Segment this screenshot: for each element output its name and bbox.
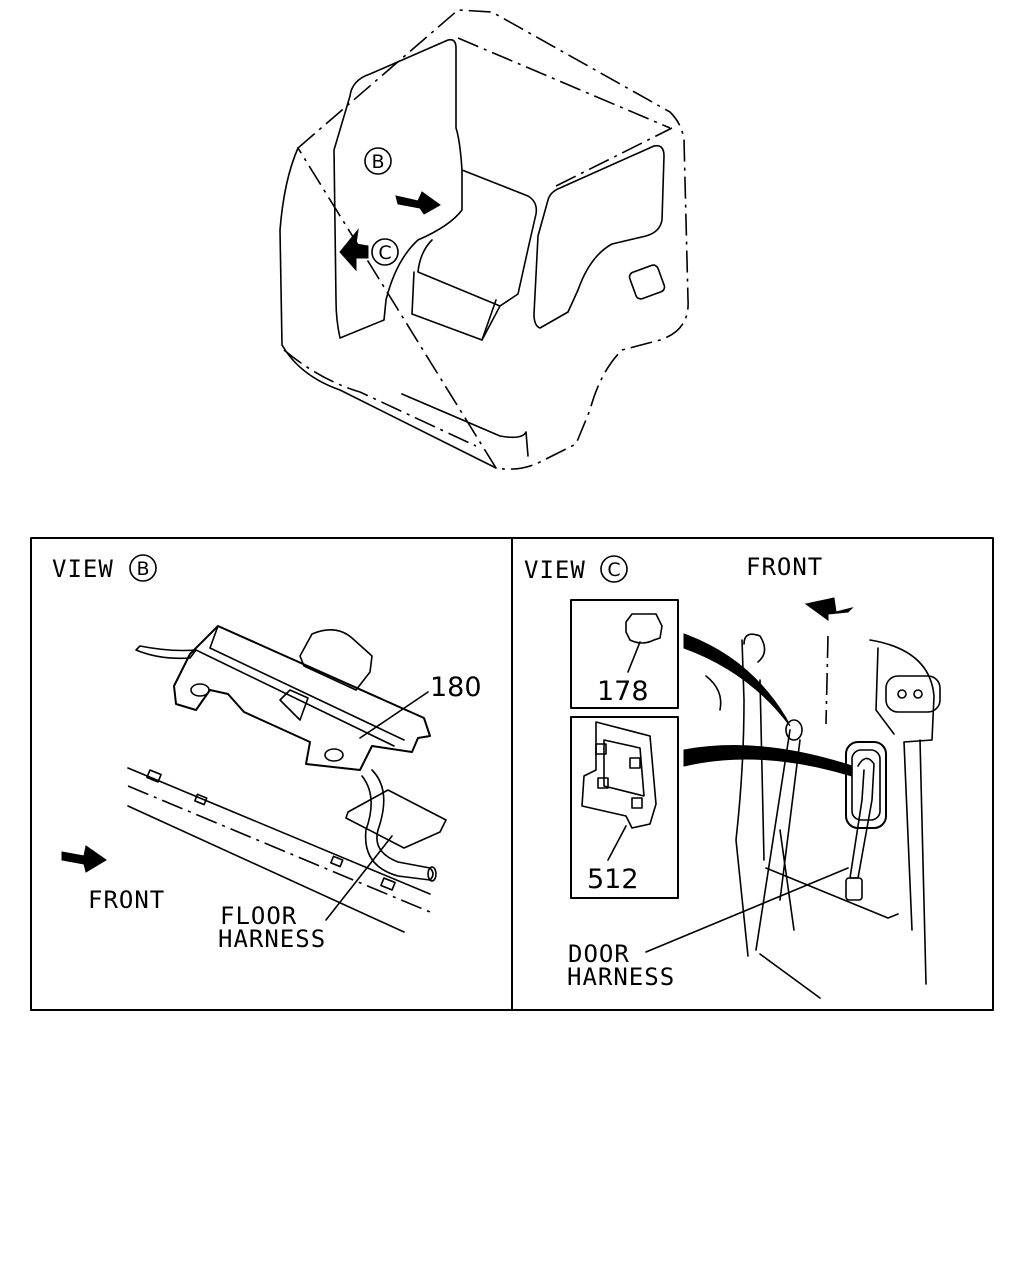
bracket-bolt-hole-2	[324, 748, 344, 762]
cab-lower-panel	[401, 393, 529, 457]
inset-178-box	[570, 599, 679, 709]
view-b-callout-letter: B	[136, 558, 149, 580]
cab-outline-rear	[279, 147, 497, 469]
floor-clip-3	[330, 855, 344, 868]
leader-512	[607, 825, 627, 861]
floor-harness-label-2: HARNESS	[218, 925, 326, 953]
view-c-panel: VIEW C FRONT 178 512	[524, 553, 941, 999]
cab-outline-roof	[296, 9, 689, 470]
door-harness-wire-3	[779, 829, 795, 931]
part-number-512: 512	[587, 864, 639, 895]
cab-roof-ridge	[457, 37, 671, 129]
callout-b-circle	[364, 147, 392, 175]
front-arrow-view-b	[61, 845, 107, 873]
floor-clip-1	[146, 769, 162, 783]
floor-rail-1	[127, 767, 431, 895]
door-harness-grommet-inner	[851, 749, 881, 821]
clip-512-outer	[581, 721, 657, 829]
door-harness-connector	[845, 877, 863, 901]
floor-clip-4	[380, 877, 396, 891]
door-harness-wire-2	[779, 739, 801, 901]
band-512	[683, 745, 853, 777]
cab-door-opening	[417, 169, 538, 307]
view-b-front-label: FRONT	[88, 886, 165, 914]
view-c-front-label: FRONT	[746, 553, 823, 581]
bracket-ridge	[209, 625, 405, 741]
callout-b-letter: B	[371, 151, 384, 173]
door-striker-hole-2	[913, 689, 923, 699]
clip-512-tab-4	[631, 797, 643, 809]
floor-harness-label-1: FLOOR	[220, 902, 297, 930]
bracket-tab	[279, 689, 309, 721]
view-c-callout-circle	[600, 555, 628, 583]
door-harness-grommet-frame	[845, 741, 887, 829]
floor-harness-cable-main	[361, 769, 434, 881]
bracket-clamp	[299, 629, 373, 691]
cab-door-handle	[628, 264, 666, 300]
clip-512-tab-3	[629, 757, 641, 769]
part-number-178: 178	[597, 676, 649, 707]
cab-roof-front	[555, 127, 673, 187]
leader-floor-harness	[325, 835, 393, 921]
view-c-title: VIEW	[524, 556, 586, 584]
door-harness-label-2: HARNESS	[567, 963, 675, 991]
floor-clip-2	[194, 793, 208, 806]
clip-512-inner	[603, 739, 645, 797]
cab-outline-bottom	[283, 349, 477, 447]
arrow-view-c	[339, 228, 369, 272]
cab-side-window	[533, 144, 665, 329]
harness-bracket-180	[173, 625, 431, 771]
floor-rail-3	[127, 805, 405, 933]
band-178	[683, 633, 791, 727]
arrow-view-b	[395, 191, 441, 215]
grommet-178	[625, 613, 663, 644]
door-panel-edge	[735, 639, 765, 957]
door-frame-right	[919, 739, 927, 985]
door-bottom-line	[759, 953, 821, 999]
floor-harness-cable-left	[135, 645, 197, 660]
view-c-callout-letter: C	[607, 559, 620, 581]
callout-c-circle	[371, 238, 399, 266]
leader-door-harness	[645, 867, 849, 953]
floor-pad	[345, 789, 447, 849]
door-harness-wire-1	[755, 729, 791, 951]
cab-rear-window	[333, 38, 463, 339]
inset-512-box	[570, 716, 679, 899]
cab-floor-step-edge	[481, 299, 497, 341]
floor-harness-cable-end	[427, 866, 437, 882]
door-harness-loop	[849, 757, 875, 879]
door-striker-hole-1	[897, 689, 907, 699]
bracket-bolt-hole-1	[190, 683, 210, 697]
part-number-180: 180	[430, 672, 482, 703]
callout-c-letter: C	[378, 242, 391, 264]
clip-512-tab-2	[597, 777, 609, 789]
grommet-installed	[785, 719, 803, 741]
cab-overview: B C	[279, 9, 689, 470]
leader-178	[627, 641, 641, 673]
door-striker	[885, 675, 941, 713]
floor-rail-2	[127, 785, 431, 913]
view-b-title: VIEW	[52, 555, 114, 583]
view-b-panel: VIEW B 180 FRONT FLOOR HARNE	[52, 554, 482, 953]
cab-floor-step	[411, 271, 501, 341]
door-harness-label-1: DOOR	[568, 940, 630, 968]
door-hinge-shape	[743, 633, 766, 663]
view-b-callout-circle	[129, 554, 157, 582]
bracket-ridge-2	[195, 649, 395, 747]
clip-512-tab-1	[595, 743, 607, 755]
front-arrow-view-c	[804, 597, 854, 621]
door-pillar-line	[825, 635, 829, 725]
leader-180	[359, 691, 429, 739]
door-pillar	[869, 639, 935, 931]
door-inner-line-1	[705, 675, 722, 711]
